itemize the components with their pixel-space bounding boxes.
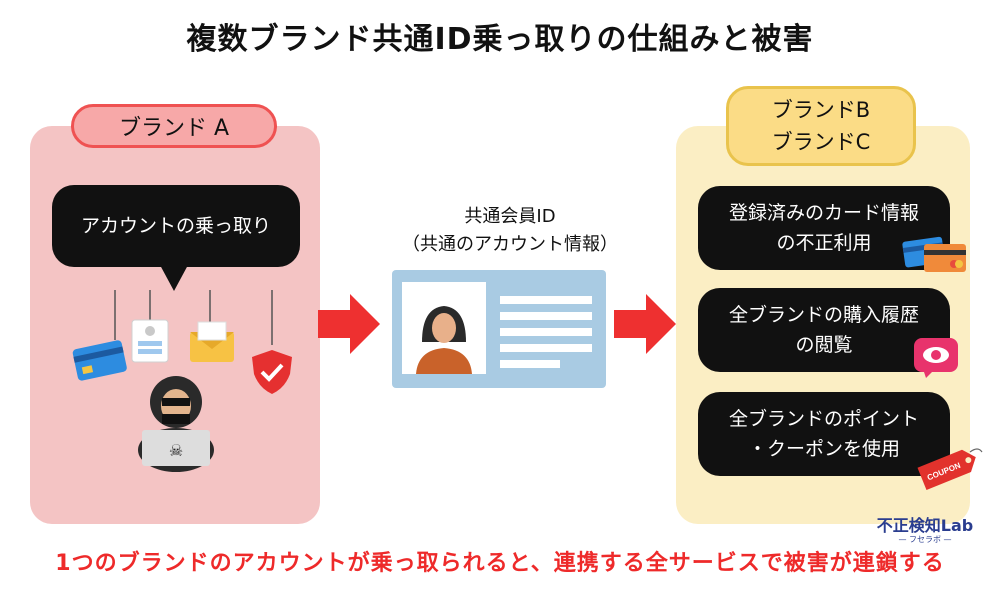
arrow-right-1 [318,294,380,354]
shared-id-title: 共通会員ID [464,206,556,227]
account-takeover-bubble: アカウントの乗っ取り [52,185,300,267]
brand-bc-label: ブランドB ブランドC [726,86,916,166]
person-avatar-icon [416,306,472,374]
brand-c-label: ブランドC [771,130,871,154]
arrow-right-2 [614,294,676,354]
phishing-hooks-illustration [72,290,292,394]
credit-card-icon [72,340,127,381]
card-fraud-box: 登録済みのカード情報 の不正利用 [698,186,950,270]
bubble-tail [160,265,188,291]
points-coupon-line2: ・クーポンを使用 [747,438,900,460]
shared-id-caption: 共通会員ID （共通のアカウント情報） [350,203,670,259]
card-fraud-line1: 登録済みのカード情報 [728,202,919,224]
brand-b-label: ブランドB [771,98,871,122]
eye-icon [914,338,958,378]
purchase-history-line2: の閲覧 [795,334,853,356]
id-card-illustration [402,282,592,374]
points-coupon-box: 全ブランドのポイント ・クーポンを使用 [698,392,950,476]
envelope-icon [190,321,234,362]
purchase-history-box: 全ブランドの購入履歴 の閲覧 [698,288,950,372]
fuseralab-logo: 不正検知Lab — フセラボ — [870,512,980,545]
coupon-tag-icon: COUPON [917,448,983,490]
points-coupon-line1: 全ブランドのポイント [728,408,919,430]
page-title: 複数ブランド共通ID乗っ取りの仕組みと被害 [186,22,814,57]
shared-id-subtitle: （共通のアカウント情報） [402,234,618,255]
footer-message: 1つのブランドのアカウントが乗っ取られると、連携する全サービスで被害が連鎖する [55,551,945,576]
svg-text:☠: ☠ [169,441,183,460]
account-takeover-text: アカウントの乗っ取り [80,215,271,237]
login-form-icon [131,319,169,363]
shield-check-icon [252,350,292,394]
card-fraud-line2: の不正利用 [776,232,872,254]
brand-a-label: ブランド A [71,104,277,148]
hacker-icon: ☠ [138,376,214,472]
logo-title: 不正検知Lab [876,516,974,535]
logo-subtitle: — フセラボ — [898,535,952,544]
credit-cards-icon [902,236,966,272]
purchase-history-line1: 全ブランドの購入履歴 [728,304,919,326]
